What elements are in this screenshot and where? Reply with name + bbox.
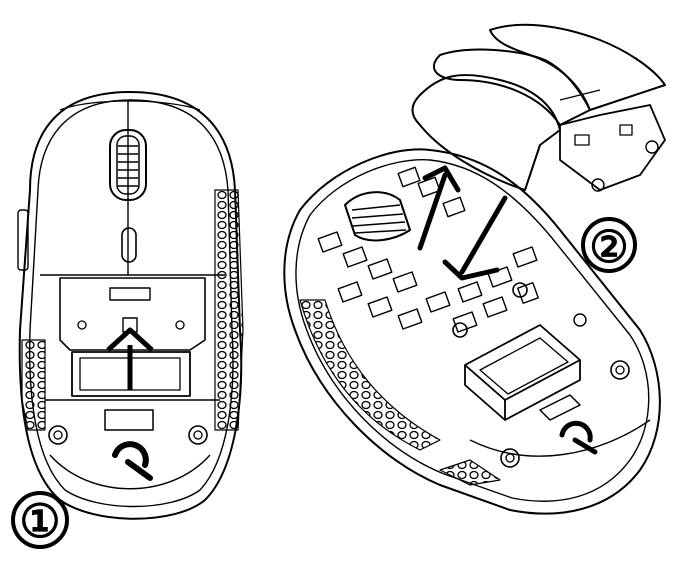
scroll-wheel-2 — [344, 191, 411, 242]
top-cover-panel — [411, 23, 666, 192]
mouse-body-outline — [18, 91, 243, 520]
double-arrow-icon — [417, 165, 508, 281]
scroll-wheel — [109, 129, 147, 201]
logo-icon — [112, 441, 153, 481]
mouse-top-view — [17, 91, 244, 520]
step-2-badge: ② — [581, 217, 637, 273]
logo-icon-2 — [559, 420, 598, 455]
step-1-badge: ① — [11, 491, 69, 549]
step-1-number: ① — [19, 495, 60, 547]
step-2-number: ② — [589, 223, 628, 272]
dpi-button — [121, 227, 137, 263]
mouse-angled-view — [283, 148, 661, 515]
arrow-up-icon — [106, 327, 154, 390]
mouse-body-outline-2 — [283, 148, 661, 515]
